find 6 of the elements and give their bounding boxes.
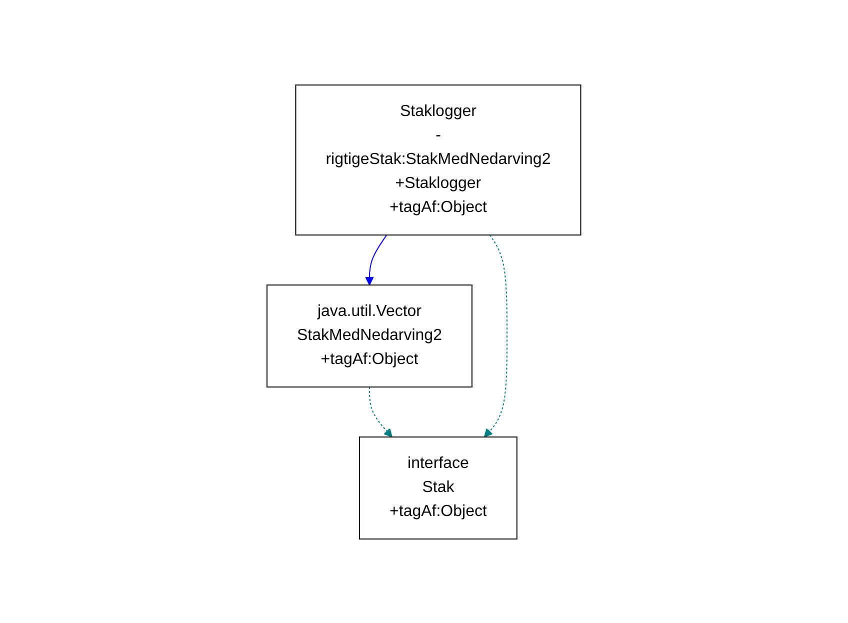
arrow xyxy=(365,234,388,285)
arrow xyxy=(369,386,393,437)
arrow xyxy=(484,234,508,437)
node-box: Staklogger -rigtigeStak:StakMedNedarving2 +Staklogger +tagAf:Object xyxy=(295,84,582,235)
node-box: java.util.Vector StakMedNedarving2 +tagAf:Object xyxy=(266,284,473,387)
node-box: interface Stak +tagAf:Object xyxy=(359,436,518,539)
